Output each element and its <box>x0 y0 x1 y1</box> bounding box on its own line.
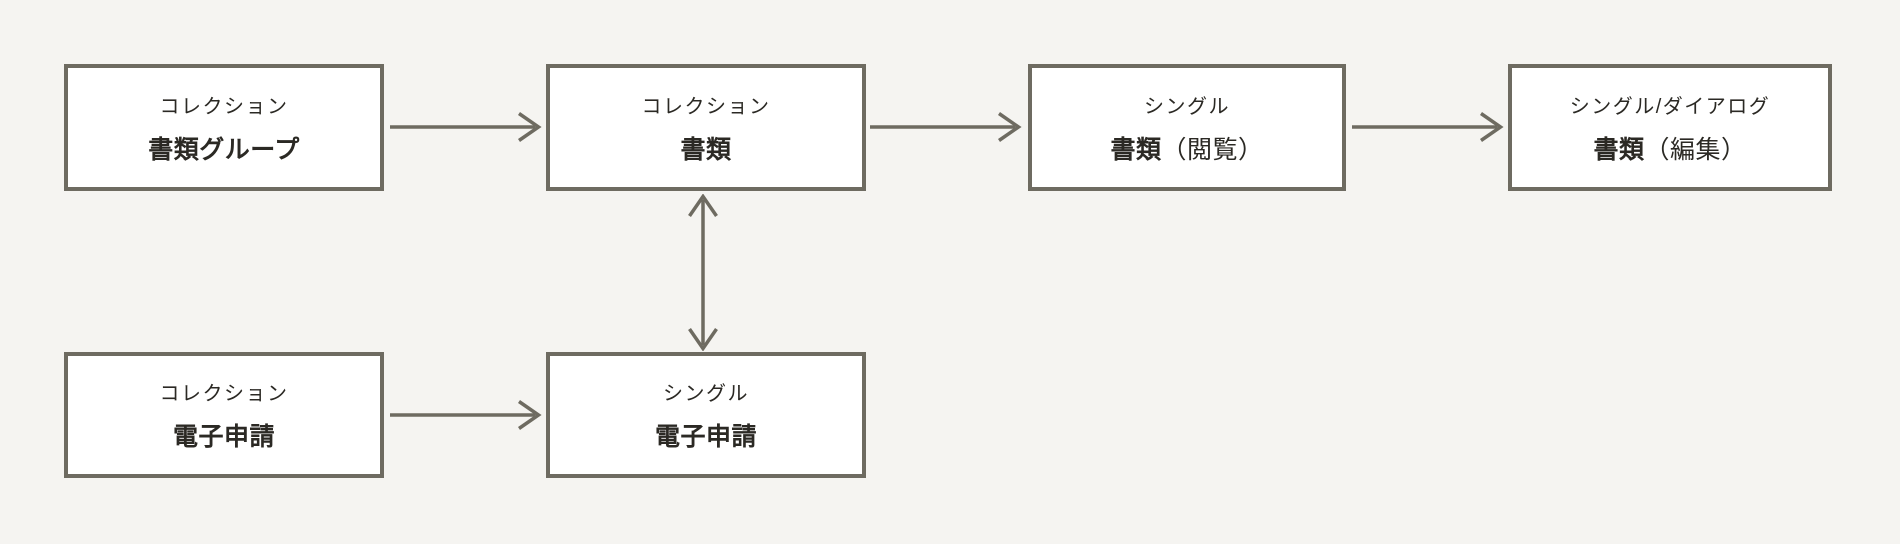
node-type-label: コレクション <box>641 95 771 118</box>
node-type-label: シングル <box>1144 95 1230 118</box>
arrow-right-icon <box>390 395 542 435</box>
arrow-right-icon <box>1352 107 1504 147</box>
arrow-up-down-icon <box>683 194 723 351</box>
node-type-label: コレクション <box>159 95 289 118</box>
node-name-label: 電子申請 <box>173 417 275 453</box>
node-name-label: 書類 <box>680 130 731 166</box>
node-type-label: コレクション <box>159 383 289 405</box>
arrow-right-icon <box>390 107 542 147</box>
node-doc-collection: コレクション 書類 <box>546 64 866 191</box>
node-name-bold: 書類グループ <box>148 135 300 164</box>
node-name-label: 書類（編集） <box>1593 130 1746 166</box>
node-name-bold: 書類 <box>680 135 732 164</box>
node-doc-edit: シングル/ダイアログ 書類（編集） <box>1508 64 1832 191</box>
node-name-label: 電子申請 <box>655 417 757 453</box>
node-name-label: 書類グループ <box>148 130 300 166</box>
node-doc-view: シングル 書類（閲覧） <box>1028 64 1346 191</box>
node-name-bold: 電子申請 <box>654 423 757 451</box>
arrow-right-icon <box>870 107 1022 147</box>
node-eapp-collection: コレクション 電子申請 <box>64 352 384 478</box>
node-doc-group: コレクション 書類グループ <box>64 64 384 191</box>
node-name-bold: 書類 <box>1110 135 1162 164</box>
node-name-bold: 書類 <box>1593 135 1645 164</box>
node-eapp-single: シングル 電子申請 <box>546 352 866 478</box>
node-name-label: 書類（閲覧） <box>1110 130 1263 166</box>
node-type-label: シングル/ダイアログ <box>1569 95 1771 118</box>
node-name-rest: （編集） <box>1644 135 1747 164</box>
node-name-rest: （閲覧） <box>1161 135 1264 164</box>
node-name-bold: 電子申請 <box>172 423 275 451</box>
node-type-label: シングル <box>663 383 749 405</box>
